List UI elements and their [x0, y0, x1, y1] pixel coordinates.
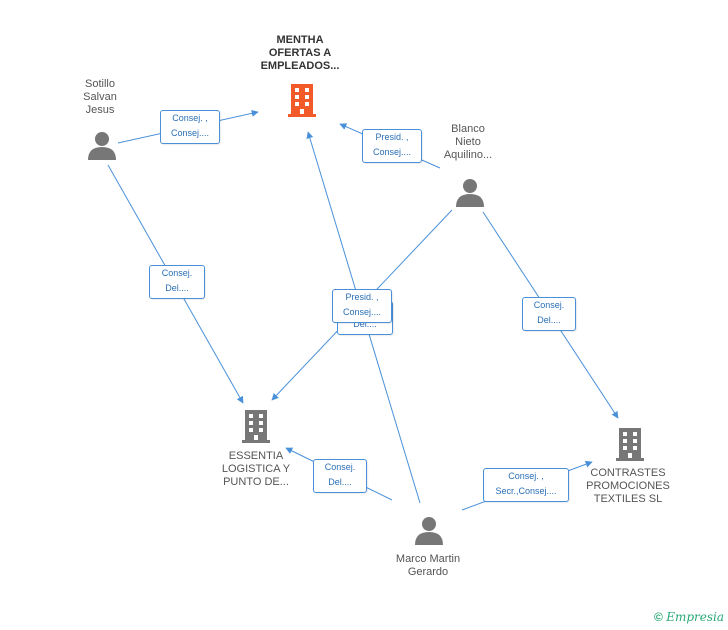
node-label-marco[interactable]: Marco Martin Gerardo [395, 553, 461, 578]
building-icon-mentha[interactable] [286, 82, 318, 118]
copyright-icon: © [654, 610, 663, 624]
edge-label-sotillo-mentha[interactable]: Consej. , Consej.... [160, 110, 220, 144]
node-label-essentia[interactable]: ESSENTIA LOGISTICA Y PUNTO DE... [221, 450, 291, 488]
footer-brand[interactable]: © Empresia [654, 610, 724, 624]
node-label-blanco[interactable]: Blanco Nieto Aquilino... [443, 123, 493, 161]
node-label-mentha[interactable]: MENTHA OFERTAS A EMPLEADOS... [260, 34, 340, 72]
edge-label-marco-contrastes[interactable]: Consej. , Secr.,Consej.... [483, 468, 569, 502]
edge-label-sotillo-essentia[interactable]: Consej. Del.... [149, 265, 205, 299]
edge-label-marco-essentia[interactable]: Consej. Del.... [313, 459, 367, 493]
building-icon-contrastes[interactable] [614, 426, 646, 462]
brand-name: Empresia [666, 610, 724, 624]
person-icon-sotillo[interactable] [87, 130, 117, 160]
building-icon-essentia[interactable] [240, 408, 272, 444]
edge-label-blanco-contrastes[interactable]: Consej. Del.... [522, 297, 576, 331]
person-icon-blanco[interactable] [455, 177, 485, 207]
person-icon-marco[interactable] [414, 515, 444, 545]
node-label-contrastes[interactable]: CONTRASTES PROMOCIONES TEXTILES SL [586, 467, 670, 505]
edge-label-marco-mentha[interactable]: Presid. , Consej.... [332, 289, 392, 323]
edge-label-blanco-mentha[interactable]: Presid. , Consej.... [362, 129, 422, 163]
node-label-sotillo[interactable]: Sotillo Salvan Jesus [83, 78, 117, 116]
